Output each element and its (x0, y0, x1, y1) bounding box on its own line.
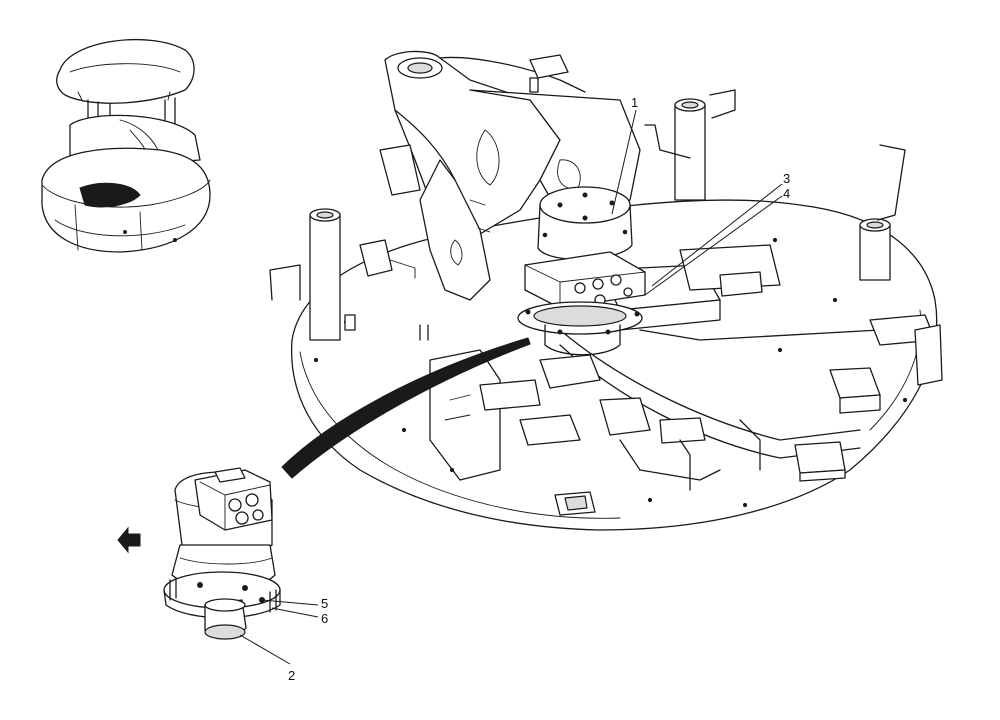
leader-6 (271, 607, 319, 618)
direction-arrow-icon (117, 526, 141, 554)
callout-4: 4 (783, 186, 790, 201)
callout-1: 1 (631, 95, 638, 110)
left-post (309, 208, 341, 341)
upper-frame (269, 50, 943, 531)
callout-6: 6 (321, 611, 328, 626)
leader-1 (611, 109, 637, 215)
callout-5: 5 (321, 596, 328, 611)
swing-motor-detail (163, 467, 281, 640)
leader-3 (651, 183, 783, 287)
leader-4 (644, 195, 783, 296)
right-post-front (859, 218, 891, 281)
right-post-rear (674, 98, 706, 201)
machine-overview-inset (41, 39, 211, 253)
leader-5 (261, 599, 319, 606)
leader-2 (239, 634, 291, 665)
callout-3: 3 (783, 171, 790, 186)
swing-motor-installed (517, 186, 646, 356)
callout-2: 2 (288, 668, 295, 683)
detail-connection-arrow (281, 337, 531, 479)
